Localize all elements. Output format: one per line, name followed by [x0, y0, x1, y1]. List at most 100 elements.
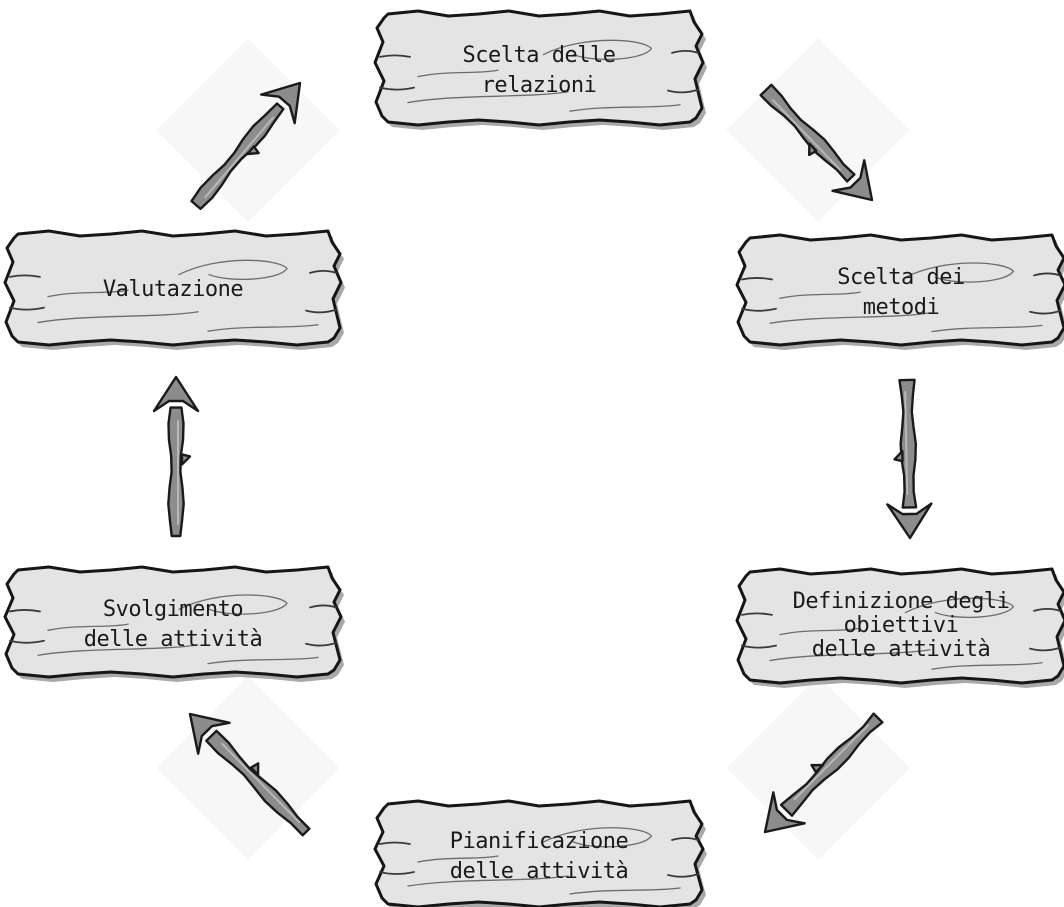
- board-valutazione: Valutazione: [3, 229, 345, 350]
- plank-seam: [379, 841, 411, 845]
- board-svolgimento-text-line: delle attività: [84, 627, 262, 652]
- arrow-obiettivi-to-pianificazione: [763, 712, 884, 834]
- plank-seam: [379, 54, 411, 58]
- plank-seam: [667, 88, 699, 94]
- wood-grain: [417, 69, 499, 78]
- wood-grain: [931, 662, 1043, 670]
- wood-grain: [178, 594, 288, 615]
- plank-seam: [309, 269, 337, 274]
- arrow-shaft: [167, 406, 185, 538]
- wood-grain: [207, 324, 319, 332]
- board-metodi: Scelta dei metodi: [735, 233, 1064, 350]
- plank-seam: [305, 308, 337, 314]
- arrow-highlight: [904, 391, 909, 496]
- arrow-highlight: [793, 724, 870, 801]
- arrow-shaft: [779, 712, 884, 817]
- wood-grain: [178, 259, 288, 281]
- board-metodi-text-line: Scelta dei: [837, 265, 964, 290]
- wood-grain: [931, 324, 1043, 333]
- arrow-shaft: [190, 102, 285, 211]
- arrow-metodi-to-obiettivi: [886, 378, 933, 540]
- arrow-pianificazione-to-svolgimento: [188, 712, 311, 837]
- board-obiettivi-text-line: delle attività: [812, 637, 990, 662]
- board-pianificazione-text-line: Pianificazione: [450, 829, 628, 854]
- wood-grain: [542, 827, 653, 848]
- wood-grain: [47, 289, 129, 298]
- arrow-valutazione-to-relazioni: [190, 81, 302, 211]
- board-obiettivi-text-line: Definizione degli: [793, 589, 1010, 614]
- plank-seam: [741, 277, 773, 281]
- plank-seam: [9, 639, 45, 644]
- diagonal-halos: [156, 38, 910, 860]
- arrow-shaft: [205, 729, 311, 837]
- board-plank: [3, 565, 343, 679]
- arrow-svolgimento-to-valutazione: [152, 375, 200, 538]
- wood-grain: [904, 262, 1015, 283]
- arrow-shaft: [759, 83, 856, 183]
- plank-seam: [667, 873, 699, 878]
- plank-seam: [379, 86, 415, 91]
- halo-shape: [156, 38, 340, 222]
- board-plank: [735, 233, 1064, 347]
- arrow-head: [886, 502, 933, 540]
- plank-seam: [671, 837, 699, 841]
- board-relazioni-text-line: relazioni: [482, 73, 597, 98]
- wood-grain: [569, 887, 681, 895]
- arrow-head: [260, 81, 302, 125]
- plank-seam: [9, 274, 41, 278]
- plank-seam: [9, 306, 45, 311]
- board-relazioni: Scelta delle relazioni: [373, 9, 707, 130]
- wood-grain: [779, 291, 861, 299]
- arrow-relazioni-to-metodi: [759, 83, 874, 202]
- board-valutazione-text-line: Valutazione: [103, 277, 243, 302]
- arrow-highlight: [204, 116, 274, 199]
- plank-seam: [741, 644, 777, 649]
- arrow-knot: [893, 450, 904, 463]
- arrow-head: [152, 375, 200, 413]
- board-plank: [3, 229, 343, 347]
- plank-seam: [1029, 646, 1061, 652]
- arrow-highlight: [771, 99, 842, 171]
- wood-grain: [407, 91, 569, 104]
- board-plank: [373, 799, 705, 907]
- wood-grain: [207, 656, 319, 665]
- wood-grain: [904, 597, 1015, 619]
- board-plank: [373, 9, 705, 127]
- board-relazioni-text-line: Scelta delle: [463, 43, 616, 68]
- plank-seam: [305, 641, 337, 647]
- arrow-head: [763, 791, 806, 834]
- wood-grain: [417, 855, 499, 863]
- arrow-knot: [807, 142, 818, 157]
- arrow-head: [188, 712, 231, 755]
- halo-shape: [726, 38, 910, 222]
- arrow-layer: [152, 81, 933, 837]
- plank-seam: [741, 307, 777, 312]
- wood-grain: [47, 623, 129, 631]
- wood-grain: [769, 649, 931, 662]
- wood-grain: [407, 875, 569, 887]
- plank-seam: [671, 49, 699, 54]
- wood-grain: [37, 644, 199, 656]
- wood-grain: [769, 312, 931, 324]
- arrow-knot: [180, 453, 192, 466]
- plank-seam: [9, 609, 41, 613]
- wood-grain: [779, 627, 861, 636]
- arrow-knot: [246, 145, 260, 156]
- plank-seam: [741, 612, 773, 616]
- wood-grain: [37, 311, 199, 324]
- wood-grain: [542, 39, 653, 61]
- plank-seam: [379, 871, 415, 875]
- plank-seam: [1029, 309, 1061, 315]
- board-metodi-text-line: metodi: [863, 295, 939, 320]
- arrow-knot: [810, 763, 825, 774]
- board-obiettivi-text-line: obiettivi: [844, 613, 959, 638]
- board-plank: [735, 567, 1064, 685]
- arrow-shaft: [898, 378, 918, 509]
- plank-seam: [309, 604, 337, 609]
- arrow-head: [831, 159, 874, 202]
- plank-seam: [1033, 607, 1061, 612]
